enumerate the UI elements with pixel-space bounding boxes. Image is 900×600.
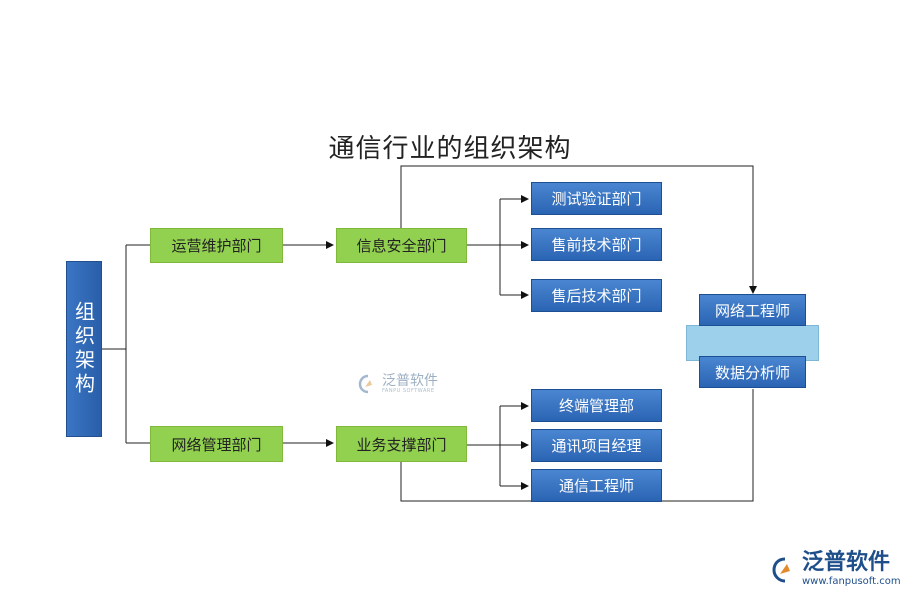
brand-name: 泛普软件 [802,550,891,575]
node-test-verification: 测试验证部门 [531,182,662,215]
node-aftersales-tech: 售后技术部门 [531,279,662,312]
node-info-security: 信息安全部门 [336,228,467,263]
root-node: 组织架构 [66,261,102,437]
node-network-management: 网络管理部门 [150,426,283,462]
node-business-support: 业务支撑部门 [336,426,467,462]
node-project-manager: 通讯项目经理 [531,429,662,462]
node-network-engineer: 网络工程师 [699,294,806,326]
node-presales-tech: 售前技术部门 [531,228,662,261]
brand-logo-icon [772,557,790,582]
watermark-sub: FANPU SOFTWARE [382,388,435,394]
node-operations-maintenance: 运营维护部门 [150,228,283,263]
node-terminal-management: 终端管理部 [531,389,662,422]
node-data-analyst: 数据分析师 [699,356,806,388]
brand-url: www.fanpusoft.com [802,576,900,587]
watermark-name: 泛普软件 [382,373,438,389]
node-comm-engineer: 通信工程师 [531,469,662,502]
brand-logo: 泛普软件 www.fanpusoft.com [772,552,900,587]
diagram-title: 通信行业的组织架构 [328,134,572,164]
watermark: 泛普软件 FANPU SOFTWARE [358,374,438,394]
watermark-logo-icon [358,374,372,394]
